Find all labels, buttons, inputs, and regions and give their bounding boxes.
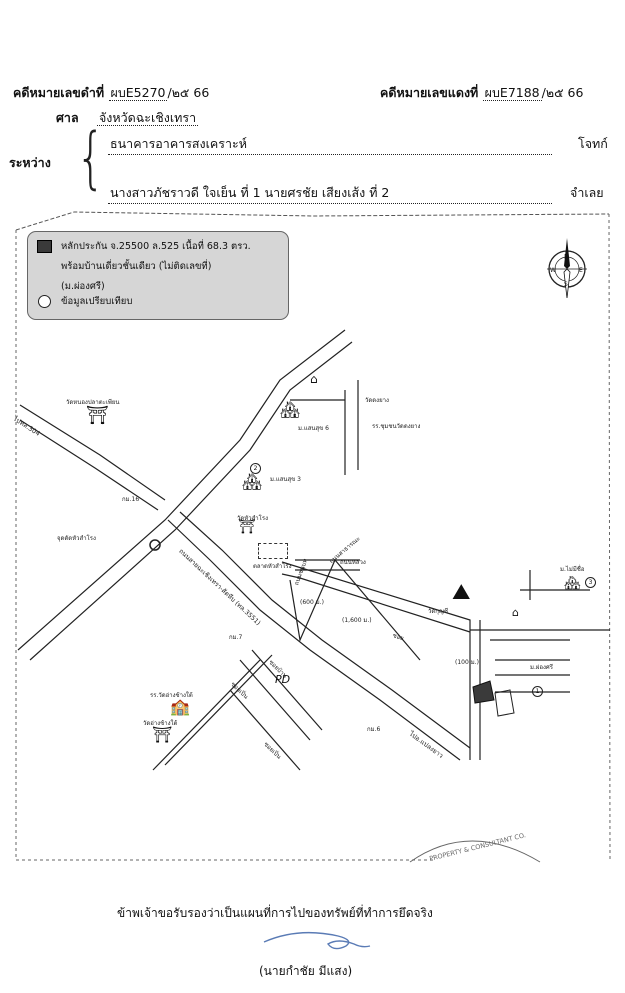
school-icon: 🏫: [170, 697, 190, 716]
label-km7: กม.7: [229, 634, 243, 641]
house-icon-1: 🏘: [280, 400, 301, 419]
map-frame: [15, 211, 611, 861]
house-icon-4: ⌂: [512, 606, 519, 619]
compass-s: S: [564, 281, 568, 288]
temple-icon: ⛩: [86, 405, 109, 426]
label-school-wat-sao: รร.วัดอ่างช้างใต้: [150, 692, 193, 699]
legend-property-line1: หลักประกัน จ.25500 ล.525 เนื้อที่ 68.3 ต…: [61, 241, 251, 252]
temple-icon-4: ⛩: [152, 725, 173, 744]
red-case-row: คดีหมายเลขแดงที่ ผบE7188/๒๕ 66: [380, 83, 583, 103]
plaintiff-name: ธนาคารอาคารสงเคราะห์: [108, 134, 552, 155]
road-lower-d: [251, 649, 323, 731]
label-pong-sri: ม.ผ่องศรี: [530, 664, 553, 671]
house-icon-3: ⌂: [310, 372, 318, 386]
market-icon: [258, 543, 288, 559]
label-dist-1600: (1,600 ม.): [342, 617, 372, 624]
property-swatch: [37, 240, 52, 253]
label-school-dong-yang: รร.ชุมชนวัดดงยาง: [372, 423, 421, 430]
black-case-number: ผบE5270: [108, 85, 168, 101]
main-road-3551-a: [167, 519, 461, 761]
road-to-304-b: [19, 419, 159, 511]
signer-name: (นายกำชัย มีแสง): [259, 964, 353, 978]
road-to-304-a: [19, 404, 166, 501]
compare-point-1: 1: [532, 686, 543, 697]
property-adjacent: [494, 689, 515, 717]
label-saen-suk-6: ม.แสนสุข 6: [298, 425, 329, 432]
legend-box: หลักประกัน จ.25500 ล.525 เนื้อที่ 68.3 ต…: [27, 231, 289, 320]
compass-e: E: [579, 267, 583, 274]
label-km16: กม.16: [122, 496, 140, 503]
temple-icon-3: ⛰: [452, 580, 471, 605]
road-lower-b: [164, 654, 273, 766]
compare-point-3: 3: [585, 577, 596, 588]
defendant-role: จำเลย: [570, 185, 604, 200]
plaintiff-role: โจทก์: [578, 136, 608, 151]
label-road-soi-8: ถนนหลวง: [340, 559, 366, 566]
legend-compare: ข้อมูลเปรียบเทียบ: [61, 296, 133, 307]
legend-property-line3: (ม.ผ่องศรี): [61, 281, 105, 292]
junction-marker: [149, 539, 161, 551]
label-dist-600: (600 ม.): [300, 599, 324, 606]
signature: [263, 931, 371, 950]
defendant-row: นางสาวภัชราวดี ใจเย็น ที่ 1 นายศรชัย เสี…: [108, 183, 552, 204]
brace: {: [76, 118, 106, 197]
compass-rose-icon: N S E W: [547, 238, 587, 298]
label-wat-nong-pla: วัดหนองปลาตะเพียน: [66, 399, 120, 406]
road-lower-c: [239, 659, 311, 741]
black-case-year: /๒๕ 66: [167, 85, 210, 100]
defendant-name: นางสาวภัชราวดี ใจเย็น ที่ 1 นายศรชัย เสี…: [108, 183, 552, 204]
frame-top: [15, 211, 610, 231]
road-east-b: [281, 573, 471, 633]
road-secondary: [289, 558, 421, 661]
label-pd-mark: PD: [275, 673, 291, 686]
label-dist-100: (100 ม.): [455, 659, 479, 666]
label-mai-sri-ruen: ม.ไม่มีชื่อ: [560, 566, 585, 573]
red-case-year: /๒๕ 66: [541, 85, 584, 100]
stamp-arc: [409, 840, 541, 863]
court-value: จังหวัดฉะเชิงเทรา: [96, 110, 199, 126]
between-label: ระหว่าง: [9, 155, 51, 170]
label-saen-suk-3: ม.แสนสุข 3: [270, 476, 301, 483]
compare-circle-icon: [38, 295, 51, 308]
road-east-a: [281, 561, 471, 760]
house-icon-2: 🏘: [242, 472, 263, 491]
label-wat-hua-samrong: วัดหัวสำโรง: [237, 515, 268, 522]
black-case-row: คดีหมายเลขดำที่ ผบE5270/๒๕ 66: [13, 83, 209, 103]
label-hua-samrong-junction: จุดตัดหัวสำโรง: [57, 535, 96, 542]
label-wat-dong-yang: วัดดงยาง: [365, 397, 389, 404]
highway-304-west-line: [17, 329, 346, 651]
label-wat-sao: วัดอ่างช้างใต้: [143, 720, 178, 727]
court-row: ศาล จังหวัดฉะเชิงเทรา: [56, 108, 199, 128]
black-case-label: คดีหมายเลขดำที่: [13, 85, 105, 100]
label-hua-samrong-market: ตลาดหัวสำโรง: [253, 563, 292, 570]
legend-property-line2: พร้อมบ้านเดี่ยวชั้นเดียว (ไม่ติดเลขที่): [61, 261, 212, 272]
compass-w: W: [550, 267, 556, 274]
compare-point-2: 2: [250, 463, 261, 474]
main-road-3551-b: [179, 511, 471, 749]
label-wat-khu-yi: วัดกุญชี: [428, 608, 449, 615]
red-case-label: คดีหมายเลขแดงที่: [380, 85, 479, 100]
label-km6: กม.6: [367, 726, 381, 733]
plaintiff-row: ธนาคารอาคารสงเคราะห์: [108, 134, 552, 155]
house-icon-5: 🏘: [564, 576, 581, 591]
highway-304-east-line: [29, 341, 353, 661]
road-lower-e: [229, 689, 301, 771]
road-lower-a: [152, 659, 261, 771]
property-plot: [472, 680, 495, 704]
certify-statement: ข้าพเจ้าขอรับรองว่าเป็นแผนที่การไปของทรั…: [117, 906, 433, 920]
court-label: ศาล: [56, 110, 79, 125]
temple-icon-2: ⛩: [238, 519, 256, 535]
red-case-number: ผบE7188: [482, 85, 542, 101]
compass-n: N: [564, 253, 569, 261]
